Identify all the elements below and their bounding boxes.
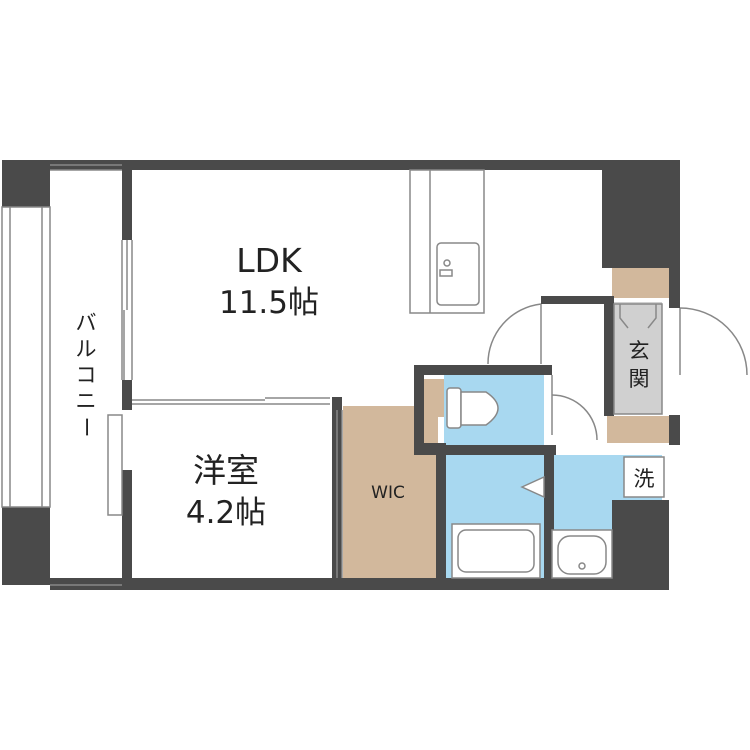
entrance-shelf-floor: [612, 266, 669, 298]
bathtub-icon: [451, 523, 541, 579]
laundry-tap-icon: [520, 475, 545, 499]
balcony-label-1: バ: [76, 311, 97, 335]
laundry-label: 洗: [634, 467, 655, 491]
wic-label: WIC: [371, 483, 405, 503]
entrance-step: [607, 416, 669, 443]
western-room-label: 洋室: [193, 451, 259, 490]
ldk-label: LDK: [236, 241, 303, 280]
balcony: [1, 164, 122, 586]
toilet-niche: [424, 379, 444, 417]
sliding-doors: [107, 240, 343, 578]
western-room-size-label: 4.2帖: [186, 495, 266, 531]
balcony-label-4: ニ: [76, 389, 97, 413]
ldk-size-label: 11.5帖: [219, 285, 319, 321]
shoe-cabinet: [613, 303, 663, 415]
laundry-box: [623, 456, 665, 498]
toilet-icon: [446, 387, 499, 429]
entrance-label-1: 玄: [629, 339, 650, 363]
kitchen-counter: [409, 169, 485, 314]
balcony-label-2: ル: [76, 337, 97, 361]
balcony-label-5: ー: [74, 417, 98, 438]
doors: [487, 303, 748, 441]
entrance-label-2: 関: [629, 367, 650, 391]
balcony-label-3: コ: [76, 363, 97, 387]
wash-basin-icon: [551, 529, 613, 579]
